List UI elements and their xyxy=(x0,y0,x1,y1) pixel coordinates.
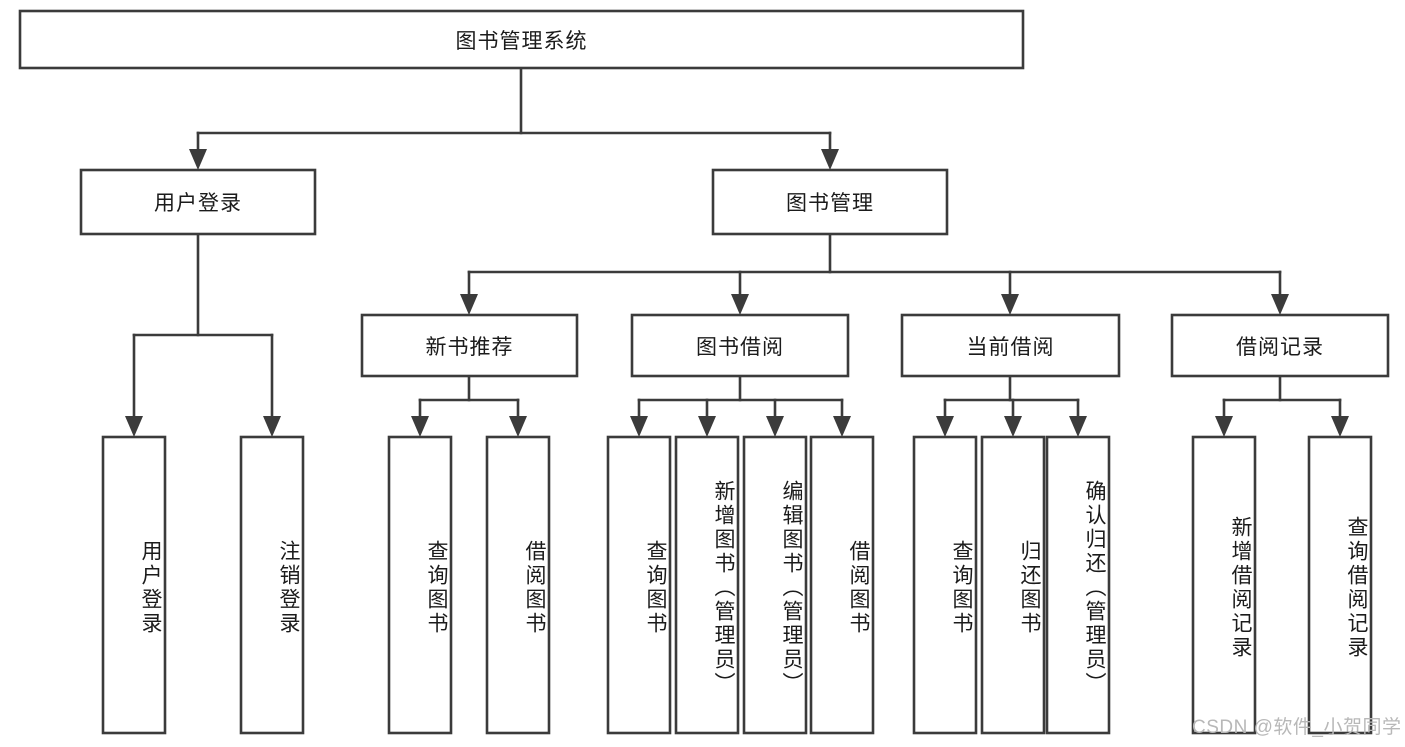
node-box-borrow-record[interactable] xyxy=(1170,313,1390,378)
leaf-box-new-book-0[interactable] xyxy=(387,435,453,735)
leaf-box-book-borrow-0[interactable] xyxy=(606,435,672,735)
leaf-box-current-borrow-2[interactable] xyxy=(1045,435,1111,735)
connector-currentborrow-to-leaves xyxy=(936,374,1087,437)
leaf-box-book-borrow-2[interactable] xyxy=(742,435,808,735)
leaf-box-user-login-1[interactable] xyxy=(239,435,305,735)
node-box-root[interactable] xyxy=(18,9,1025,70)
connector-bookborrow-to-leaves xyxy=(630,374,851,437)
connector-newbook-to-leaves xyxy=(411,374,527,437)
leaf-box-current-borrow-0[interactable] xyxy=(912,435,978,735)
node-box-book-management[interactable] xyxy=(711,168,949,236)
leaf-box-borrow-record-0[interactable] xyxy=(1191,435,1257,735)
node-box-current-borrow[interactable] xyxy=(900,313,1121,378)
connector-bookmgmt-to-level3 xyxy=(460,232,1289,315)
leaf-box-book-borrow-1[interactable] xyxy=(674,435,740,735)
connector-root-to-level2 xyxy=(189,67,839,170)
node-box-new-book-recommend[interactable] xyxy=(360,313,579,378)
leaf-box-book-borrow-3[interactable] xyxy=(809,435,875,735)
node-box-user-login[interactable] xyxy=(79,168,317,236)
leaf-box-current-borrow-1[interactable] xyxy=(980,435,1046,735)
node-box-book-borrow[interactable] xyxy=(630,313,850,378)
leaf-box-user-login-0[interactable] xyxy=(101,435,167,735)
connector-userlogin-to-leaves xyxy=(125,232,281,437)
leaf-box-borrow-record-1[interactable] xyxy=(1307,435,1373,735)
leaf-box-new-book-1[interactable] xyxy=(485,435,551,735)
connector-borrowrecord-to-leaves xyxy=(1215,374,1349,437)
csdn-watermark: CSDN @软件_小贺同学 xyxy=(1192,717,1402,738)
